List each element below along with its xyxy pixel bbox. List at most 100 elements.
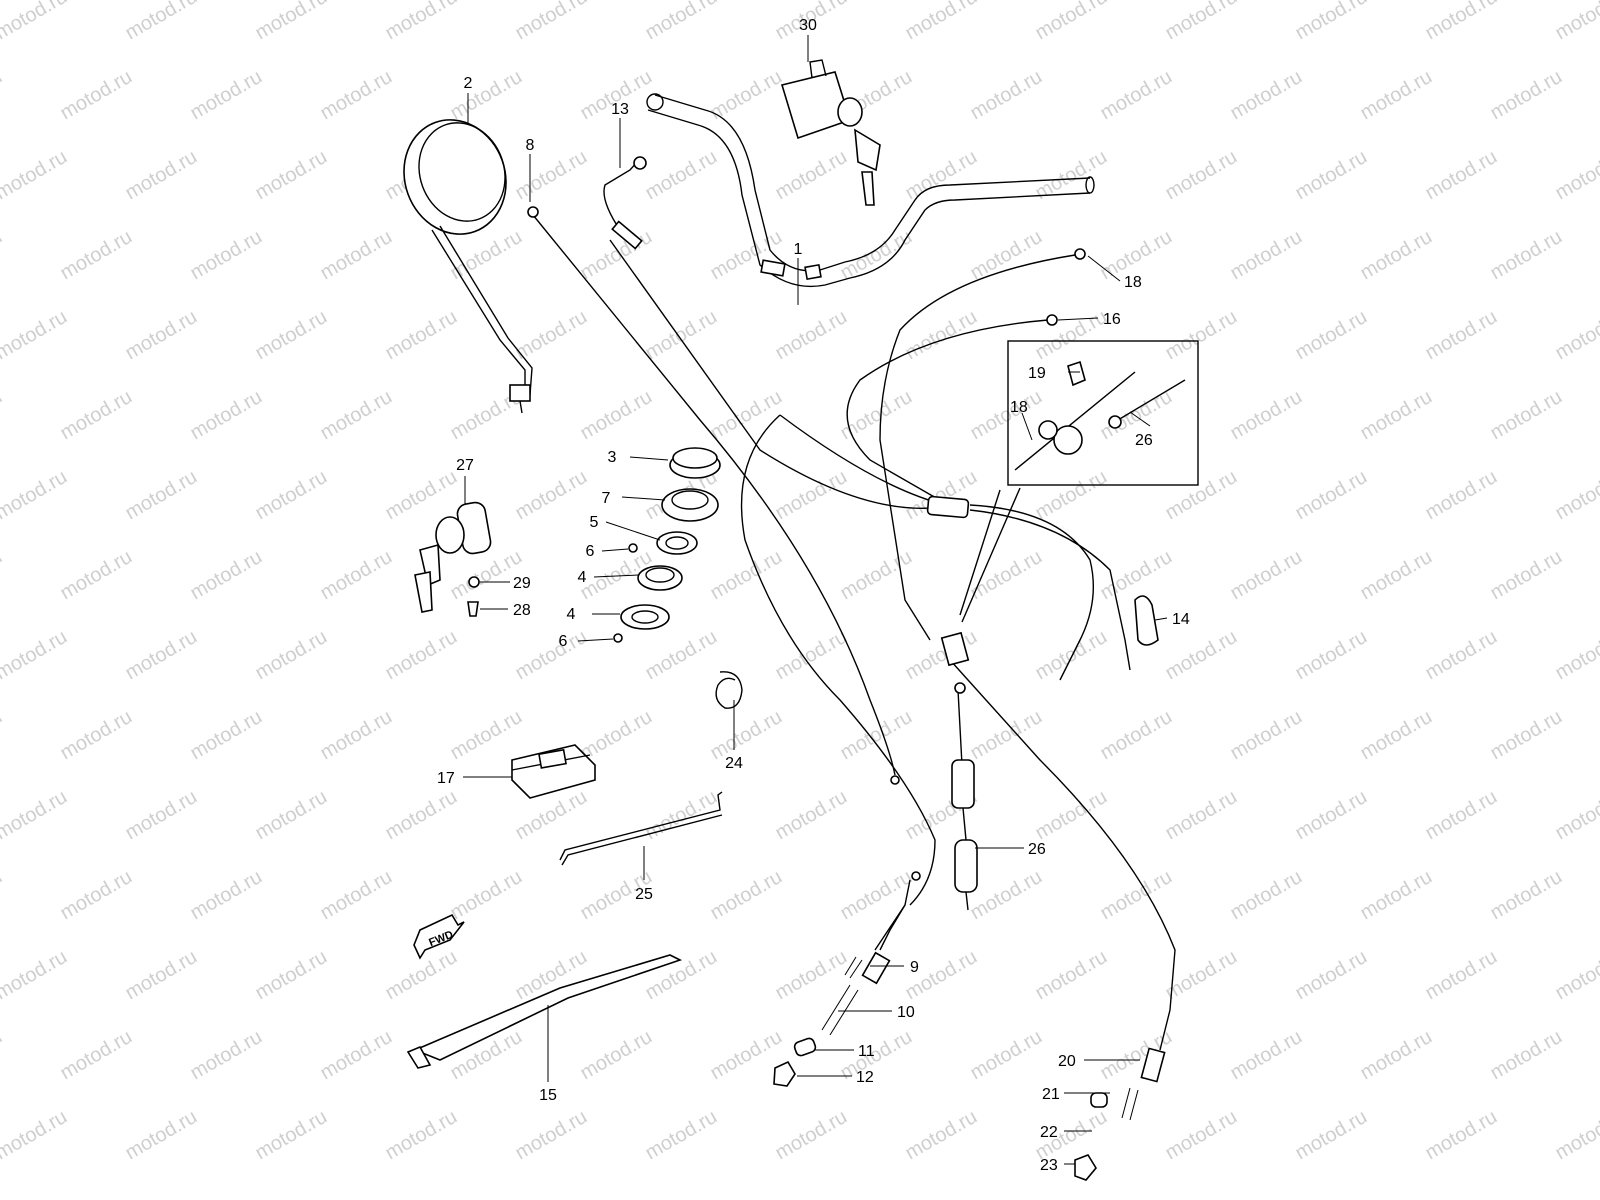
callout-26: 26 bbox=[1028, 841, 1046, 858]
watermark-text: motod.ru bbox=[382, 786, 461, 845]
watermark-text: motod.ru bbox=[57, 546, 136, 605]
watermark-text: motod.ru bbox=[0, 306, 71, 365]
callout-15: 15 bbox=[539, 1087, 557, 1104]
watermark-text: motod.ru bbox=[1552, 626, 1600, 685]
watermark-text: motod.ru bbox=[252, 786, 331, 845]
callout-7: 7 bbox=[602, 490, 611, 507]
callout-4-top: 4 bbox=[578, 569, 587, 586]
cables bbox=[527, 156, 1176, 1121]
watermark-text: motod.ru bbox=[1357, 386, 1436, 445]
watermark-text: motod.ru bbox=[902, 0, 981, 44]
watermark-text: motod.ru bbox=[772, 466, 851, 525]
watermark-text: motod.ru bbox=[512, 1106, 591, 1165]
callout-24: 24 bbox=[725, 755, 743, 772]
watermark-text: motod.ru bbox=[1292, 466, 1371, 525]
callout-13: 13 bbox=[611, 101, 629, 118]
watermark-text: motod.ru bbox=[1422, 306, 1501, 365]
watermark-text: motod.ru bbox=[317, 546, 396, 605]
watermark-text: motod.ru bbox=[1162, 626, 1241, 685]
callout-20: 20 bbox=[1058, 1053, 1076, 1070]
watermark-text: motod.ru bbox=[187, 386, 266, 445]
watermark-text: motod.ru bbox=[1552, 0, 1600, 44]
watermark-text: motod.ru bbox=[317, 66, 396, 125]
watermark-text: motod.ru bbox=[1552, 146, 1600, 205]
watermark-text: motod.ru bbox=[1162, 786, 1241, 845]
watermark-text: motod.ru bbox=[1292, 626, 1371, 685]
watermark-text: motod.ru bbox=[1162, 1106, 1241, 1165]
watermark-text: motod.ru bbox=[1357, 706, 1436, 765]
watermark-text: motod.ru bbox=[642, 946, 721, 1005]
watermark-text: motod.ru bbox=[252, 306, 331, 365]
callout-3: 3 bbox=[608, 449, 617, 466]
watermark-text: motod.ru bbox=[967, 226, 1046, 285]
watermark-text: motod.ru bbox=[57, 706, 136, 765]
watermark-text: motod.ru bbox=[0, 226, 6, 285]
callout-2: 2 bbox=[464, 75, 473, 92]
watermark-text: motod.ru bbox=[122, 466, 201, 525]
watermark-text: motod.ru bbox=[122, 626, 201, 685]
watermark-text: motod.ru bbox=[1552, 1106, 1600, 1165]
watermark-text: motod.ru bbox=[187, 706, 266, 765]
watermark-text: motod.ru bbox=[1357, 1026, 1436, 1085]
watermark-text: motod.ru bbox=[1552, 786, 1600, 845]
ignition-switch bbox=[414, 501, 492, 617]
watermark-text: motod.ru bbox=[512, 626, 591, 685]
watermark-text: motod.ru bbox=[1162, 466, 1241, 525]
watermark-text: motod.ru bbox=[1032, 466, 1111, 525]
watermark-text: motod.ru bbox=[1552, 466, 1600, 525]
callout-18-top: 18 bbox=[1124, 274, 1142, 291]
watermark-text: motod.ru bbox=[382, 306, 461, 365]
watermark-text: motod.ru bbox=[447, 706, 526, 765]
watermark-text: motod.ru bbox=[252, 146, 331, 205]
watermark-text: motod.ru bbox=[187, 66, 266, 125]
watermark-text: motod.ru bbox=[1422, 786, 1501, 845]
watermark-text: motod.ru bbox=[642, 0, 721, 44]
watermark-text: motod.ru bbox=[1227, 1026, 1306, 1085]
steering-stack bbox=[613, 447, 721, 643]
watermark-text: motod.ru bbox=[967, 1026, 1046, 1085]
watermark-text: motod.ru bbox=[0, 546, 6, 605]
watermark-text: motod.ru bbox=[1357, 66, 1436, 125]
watermark-text: motod.ru bbox=[772, 306, 851, 365]
watermark-text: motod.ru bbox=[187, 866, 266, 925]
watermark-text: motod.ru bbox=[772, 626, 851, 685]
watermark-text: motod.ru bbox=[382, 0, 461, 44]
watermark-text: motod.ru bbox=[577, 1026, 656, 1085]
callout-16: 16 bbox=[1103, 311, 1121, 328]
watermark-text: motod.ru bbox=[1422, 0, 1501, 44]
watermark-text: motod.ru bbox=[967, 546, 1046, 605]
watermark-text: motod.ru bbox=[317, 866, 396, 925]
watermark-text: motod.ru bbox=[1357, 866, 1436, 925]
watermark-text: motod.ru bbox=[0, 466, 71, 525]
watermark-text: motod.ru bbox=[1292, 946, 1371, 1005]
watermark-text: motod.ru bbox=[707, 866, 786, 925]
watermark-text: motod.ru bbox=[122, 946, 201, 1005]
watermark-text: motod.ru bbox=[122, 306, 201, 365]
watermark-text: motod.ru bbox=[382, 466, 461, 525]
watermark-text: motod.ru bbox=[1032, 946, 1111, 1005]
watermark-text: motod.ru bbox=[837, 386, 916, 445]
leader-lines bbox=[463, 35, 1168, 1165]
wire-bracket bbox=[559, 791, 723, 866]
watermark-text: motod.ru bbox=[967, 866, 1046, 925]
watermark-text: motod.ru bbox=[1227, 866, 1306, 925]
watermark-text: motod.ru bbox=[642, 626, 721, 685]
watermark-text: motod.ru bbox=[1227, 546, 1306, 605]
watermark-text: motod.ru bbox=[317, 706, 396, 765]
watermark-text: motod.ru bbox=[967, 706, 1046, 765]
watermark-text: motod.ru bbox=[1487, 706, 1566, 765]
watermark-text: motod.ru bbox=[707, 706, 786, 765]
watermark-text: motod.ru bbox=[837, 226, 916, 285]
watermark-text: motod.ru bbox=[0, 626, 71, 685]
watermark-text: motod.ru bbox=[0, 1026, 6, 1085]
cable-clamp bbox=[715, 671, 743, 709]
watermark-text: motod.ru bbox=[642, 306, 721, 365]
callout-8: 8 bbox=[526, 137, 535, 154]
watermark-text: motod.ru bbox=[1487, 386, 1566, 445]
watermark-text: motod.ru bbox=[1422, 946, 1501, 1005]
junction-box bbox=[511, 744, 596, 799]
watermark-text: motod.ru bbox=[252, 0, 331, 44]
watermark-text: motod.ru bbox=[512, 146, 591, 205]
callout-14: 14 bbox=[1172, 611, 1190, 628]
